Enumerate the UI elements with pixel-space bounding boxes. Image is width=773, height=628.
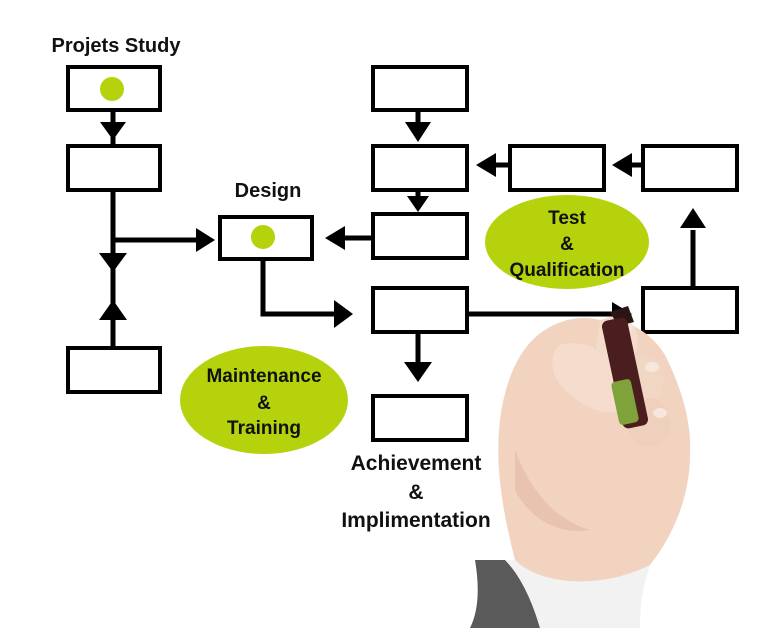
box-center bbox=[371, 144, 469, 192]
hand-shadow bbox=[515, 450, 590, 531]
marker-body bbox=[601, 317, 649, 429]
label-maintenance-line1: Maintenance bbox=[206, 366, 321, 387]
ellipse-test-qualification bbox=[485, 195, 649, 289]
box-mid-right bbox=[508, 144, 606, 192]
arrowhead-left-top-right bbox=[612, 153, 632, 177]
nail bbox=[645, 362, 659, 372]
boxes bbox=[66, 65, 739, 442]
sleeve bbox=[470, 560, 540, 628]
arrowhead-up-left bbox=[99, 300, 127, 320]
arrowhead-down-achievement bbox=[404, 362, 432, 382]
arrowhead-down-center bbox=[407, 196, 429, 212]
label-test-line3: Qualification bbox=[509, 260, 624, 281]
label-maintenance-line3: Training bbox=[227, 418, 301, 439]
box-right bbox=[641, 286, 739, 334]
label-design: Design bbox=[235, 180, 302, 202]
hand-holding-marker-icon bbox=[470, 306, 691, 628]
label-achievement-line1: Achievement bbox=[351, 452, 482, 475]
arrowhead-down-study bbox=[100, 122, 126, 140]
arrowhead-right-to-achievement bbox=[334, 300, 353, 328]
ellipse-maintenance-training bbox=[180, 346, 348, 454]
box-achievement-below bbox=[371, 394, 469, 442]
arrowhead-right-to-design bbox=[196, 228, 215, 252]
arrowheads bbox=[99, 122, 706, 382]
label-achievement-line3: Implimentation bbox=[341, 509, 490, 532]
box-achievement bbox=[371, 286, 469, 334]
connector-design-to-achievement bbox=[260, 259, 345, 317]
box-top-right bbox=[641, 144, 739, 192]
box-center-below bbox=[371, 212, 469, 260]
label-projects-study: Projets Study bbox=[52, 35, 182, 57]
label-test-line2: & bbox=[560, 234, 574, 255]
thumb bbox=[552, 343, 626, 413]
arrowhead-down-left bbox=[99, 253, 127, 272]
arrowhead-left-to-design bbox=[325, 226, 345, 250]
label-maintenance-line2: & bbox=[257, 393, 271, 414]
arrowhead-down-top bbox=[405, 122, 431, 142]
arrowhead-left-mid bbox=[476, 153, 496, 177]
arrowhead-up-right bbox=[680, 208, 706, 228]
marker-label bbox=[611, 379, 639, 425]
marker bbox=[601, 306, 649, 429]
green-dot-icon bbox=[100, 77, 124, 101]
label-achievement-line2: & bbox=[408, 481, 423, 504]
box-top-center bbox=[371, 65, 469, 112]
label-test-line1: Test bbox=[548, 208, 586, 229]
box-left-2 bbox=[66, 144, 162, 192]
box-left-bottom bbox=[66, 346, 162, 394]
green-dot-icon bbox=[251, 225, 275, 249]
nail bbox=[653, 408, 667, 418]
